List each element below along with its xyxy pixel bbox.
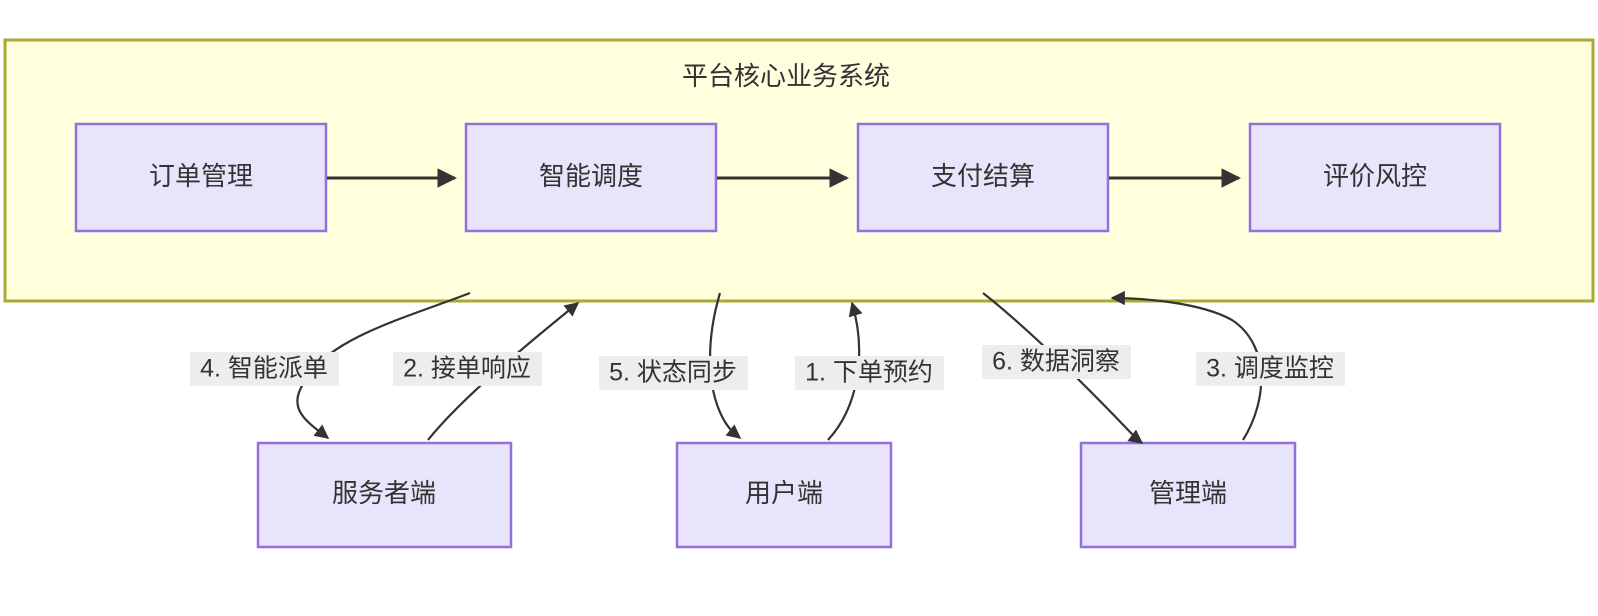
edge-label-3-bg <box>1196 352 1345 386</box>
core-system-title: 平台核心业务系统 <box>682 61 890 91</box>
edge-label-2-bg <box>393 352 542 386</box>
edge-label-6-text: 6. 数据洞察 <box>992 348 1120 376</box>
node-payment-settlement[interactable]: 支付结算 <box>856 122 1110 233</box>
node-user-client[interactable]: 用户端 <box>675 441 893 549</box>
node-admin-client-rect[interactable] <box>1079 441 1297 549</box>
node-order-management[interactable]: 订单管理 <box>74 122 328 233</box>
edge-label-1-text: 1. 下单预约 <box>805 359 933 387</box>
edge-core-to-user <box>709 292 742 439</box>
node-admin-client[interactable]: 管理端 <box>1079 441 1297 549</box>
node-user-client-rect[interactable] <box>675 441 893 549</box>
node-provider-client[interactable]: 服务者端 <box>256 441 513 549</box>
node-provider-client-label: 服务者端 <box>332 478 436 508</box>
node-payment-settlement-rect[interactable] <box>856 122 1110 233</box>
edge-label-4-text: 4. 智能派单 <box>200 355 328 383</box>
node-order-management-label: 订单管理 <box>149 161 253 191</box>
node-admin-client-label: 管理端 <box>1149 478 1227 508</box>
node-smart-dispatch-label: 智能调度 <box>539 161 643 191</box>
node-order-management-rect[interactable] <box>74 122 328 233</box>
node-payment-settlement-label: 支付结算 <box>931 161 1035 191</box>
edge-label-5-bg <box>599 356 748 390</box>
edge-core-to-admin <box>982 292 1144 444</box>
node-review-riskcontrol-label: 评价风控 <box>1323 161 1427 191</box>
edge-label-5-text: 5. 状态同步 <box>609 359 737 387</box>
edge-label-2-text: 2. 接单响应 <box>403 355 531 383</box>
edge-label-1: 1. 下单预约 <box>795 356 944 390</box>
node-smart-dispatch[interactable]: 智能调度 <box>464 122 718 233</box>
edge-label-2: 2. 接单响应 <box>393 352 542 386</box>
edge-admin-to-core <box>1110 290 1263 441</box>
edge-label-1-bg <box>795 356 944 390</box>
node-user-client-label: 用户端 <box>745 478 823 508</box>
node-provider-client-rect[interactable] <box>256 441 513 549</box>
node-review-riskcontrol[interactable]: 评价风控 <box>1248 122 1502 233</box>
edge-label-5: 5. 状态同步 <box>599 356 748 390</box>
edge-label-4: 4. 智能派单 <box>190 352 339 386</box>
edge-label-3-text: 3. 调度监控 <box>1206 355 1334 383</box>
edge-label-4-bg <box>190 352 339 386</box>
edge-label-6: 6. 数据洞察 <box>982 345 1131 379</box>
edge-label-6-bg <box>982 345 1131 379</box>
edge-label-3: 3. 调度监控 <box>1196 352 1345 386</box>
node-review-riskcontrol-rect[interactable] <box>1248 122 1502 233</box>
node-smart-dispatch-rect[interactable] <box>464 122 718 233</box>
